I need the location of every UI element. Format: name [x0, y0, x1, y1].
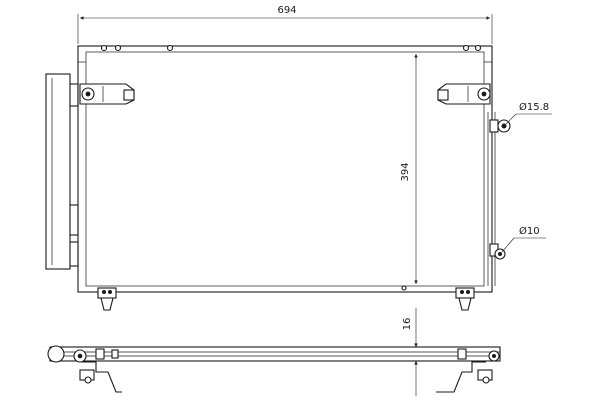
thickness-dimension [402, 308, 440, 396]
outlet-fitting [489, 243, 506, 260]
outlet-diameter-label: Ø10 [519, 225, 540, 237]
condenser-core-frame [77, 45, 493, 293]
top-stud [462, 44, 470, 52]
bottom-foot-left [97, 287, 117, 311]
condenser-core-inner [85, 51, 485, 287]
top-stud [114, 44, 122, 52]
top-stud [474, 44, 482, 52]
bottom-foot-right [455, 287, 475, 311]
side-view [47, 345, 501, 393]
width-label: 694 [277, 5, 296, 16]
outlet-diameter-callout [501, 237, 546, 253]
receiver-dryer [45, 73, 79, 270]
width-dimension [77, 14, 493, 44]
mounting-bracket-left [79, 83, 135, 105]
bottom-stud [401, 285, 407, 291]
height-label: 394 [400, 162, 411, 181]
front-view [45, 44, 511, 311]
inlet-diameter-label: Ø15.8 [519, 101, 549, 113]
thickness-label: 16 [402, 318, 413, 331]
mounting-bracket-right [437, 83, 491, 105]
inlet-diameter-callout [505, 113, 552, 125]
top-stud [166, 44, 174, 52]
inlet-fitting [489, 119, 511, 133]
top-stud [100, 44, 108, 52]
